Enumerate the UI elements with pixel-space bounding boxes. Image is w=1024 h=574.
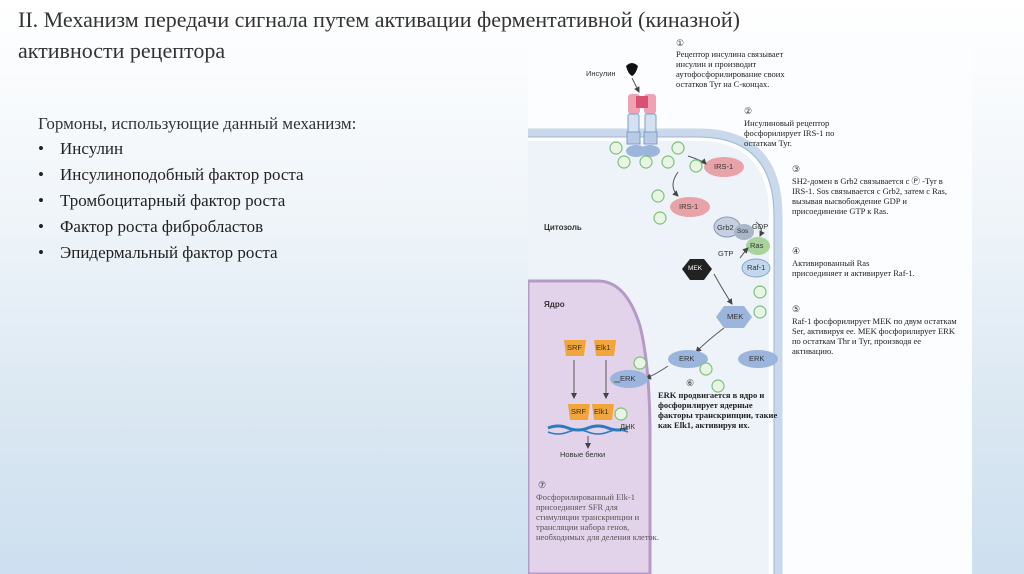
step-number: ② <box>744 106 753 116</box>
ras-label: Ras <box>750 241 764 250</box>
step-text: Рецептор инсулина связывает инсулин и пр… <box>676 49 785 89</box>
erk-nucleus <box>610 370 648 388</box>
erk-label: ERK <box>679 354 695 363</box>
elk1-label: Elk1 <box>594 407 609 416</box>
step-number: ④ <box>792 246 801 256</box>
step-text: Raf-1 фосфорилирует MEK по двум остаткам… <box>792 316 957 356</box>
list-item: Фактор роста фибробластов <box>38 214 304 240</box>
signaling-diagram: Инсулин Цитозоль Ядро IRS-1 IRS-1 Grb2 S… <box>528 36 972 574</box>
step-number: ⑦ <box>538 480 547 490</box>
phosphate-groups <box>609 141 767 421</box>
list-item: Эпидермальный фактор роста <box>38 240 304 266</box>
list-item: Инсулин <box>38 136 304 162</box>
raf1-label: Raf-1 <box>747 263 766 272</box>
step-text: Активированный Ras присоединяет и активи… <box>792 258 915 278</box>
sos-label: Sos <box>737 228 749 235</box>
dna-label: ДНК <box>620 422 635 431</box>
cell-membrane <box>528 128 783 574</box>
insulin-molecule <box>626 63 638 76</box>
irs1-protein <box>704 157 744 177</box>
ras-protein <box>746 237 770 255</box>
grb2-label: Grb2 <box>717 223 734 232</box>
step-number: ③ <box>792 164 801 174</box>
sos-protein <box>734 224 754 240</box>
step-text: Фосфорилированный Elk-1 присоединяет SFR… <box>536 492 659 542</box>
gtp-label: GTP <box>718 249 734 258</box>
step-number: ① <box>676 38 685 48</box>
irs1-label: IRS-1 <box>714 162 734 171</box>
raf1-protein <box>741 258 771 278</box>
srf-factor <box>564 340 586 356</box>
irs1-label: IRS-1 <box>679 202 699 211</box>
step-number: ⑤ <box>792 304 801 314</box>
elk1-label: Elk1 <box>596 343 611 352</box>
srf-label: SRF <box>567 343 582 352</box>
mek-active <box>716 306 752 328</box>
slide-title: II. Механизм передачи сигнала путем акти… <box>18 7 740 63</box>
erk-left <box>668 350 708 368</box>
mek-inactive <box>682 259 712 280</box>
erk-label: ERK <box>620 374 636 383</box>
step-number: ⑥ <box>686 378 695 388</box>
nucleus-label: Ядро <box>544 300 565 309</box>
list-item: Инсулиноподобный фактор роста <box>38 162 304 188</box>
insulin-label: Инсулин <box>586 69 616 78</box>
erk-right <box>738 350 778 368</box>
erk-label: ERK <box>749 354 765 363</box>
gdp-label: GDP <box>752 222 769 231</box>
mek-label: MEK <box>727 312 744 321</box>
new-proteins-label: Новые белки <box>560 450 606 459</box>
cytosol-label: Цитозоль <box>544 223 582 232</box>
step-text: SH2-домен в Grb2 связывается с Ⓟ -Tyr в … <box>792 176 947 216</box>
srf-label: SRF <box>571 407 586 416</box>
step-text: ERK продвигается в ядро и фосфорилирует … <box>658 390 778 430</box>
mek-label: MEK <box>688 265 703 272</box>
hormones-subtitle: Гормоны, использующие данный механизм: <box>38 114 357 133</box>
list-item: Тромбоцитарный фактор роста <box>38 188 304 214</box>
step-text: Инсулиновый рецептор фосфорилирует IRS-1… <box>744 118 835 148</box>
diagram-graphics <box>528 63 783 574</box>
elk1-factor <box>594 340 616 356</box>
hormones-list: Инсулин Инсулиноподобный фактор роста Тр… <box>38 136 304 266</box>
